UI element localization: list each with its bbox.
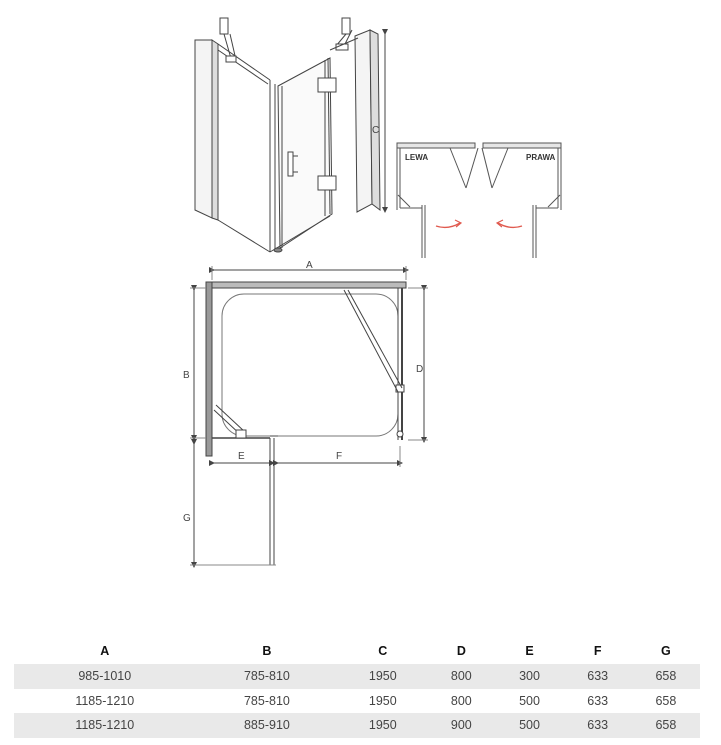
table-row: 1185-1210 885-910 1950 900 500 633 658: [14, 713, 700, 738]
table-cell: 885-910: [195, 713, 339, 738]
table-cell: 1950: [338, 713, 428, 738]
dimension-e-label: E: [238, 451, 245, 462]
column-header: G: [661, 644, 671, 658]
table-cell: 300: [495, 664, 564, 689]
dimension-a-label: A: [306, 260, 313, 271]
table-cell: 633: [563, 664, 632, 689]
dimension-f-label: F: [336, 451, 342, 462]
variant-lewa: [396, 142, 479, 258]
plan-left-wall: [205, 281, 213, 457]
shower-enclosure-diagram: C LEWA PRAWA: [183, 17, 562, 568]
door-hinge-bottom: [317, 175, 337, 191]
table-cell: 800: [450, 693, 472, 708]
dimension-c-label: C: [372, 125, 379, 136]
door-handle: [287, 151, 298, 177]
table-cell: 785-810: [243, 693, 290, 708]
table-row: 1185-1210 785-810 1950 800 500 633 658: [14, 689, 700, 714]
table-header-row: A B C D E F G: [14, 638, 700, 664]
table-cell: 658: [655, 693, 677, 708]
table-cell: 800: [427, 664, 496, 689]
dimension-g-label: G: [183, 513, 191, 524]
table-cell: 1950: [338, 664, 428, 689]
table-cell: 785-810: [195, 664, 339, 689]
table-cell: 500: [519, 693, 540, 708]
plan-back-wall: [205, 281, 407, 289]
column-header: B: [262, 644, 272, 658]
table-cell: 658: [631, 664, 700, 689]
top-bracket-left: [219, 17, 237, 63]
top-bracket-right: [335, 17, 353, 51]
column-header: D: [456, 644, 466, 658]
table-cell: 1185-1210: [75, 693, 135, 708]
table-cell: 1950: [368, 693, 397, 708]
dimension-b-label: B: [183, 370, 190, 381]
plan-view: [190, 266, 428, 568]
table-cell: 633: [563, 713, 632, 738]
column-header: C: [378, 644, 388, 658]
column-header: A: [100, 644, 110, 658]
table-cell: 900: [427, 713, 496, 738]
table-cell: 1185-1210: [14, 713, 196, 738]
right-wall-profile: [329, 29, 381, 213]
table-row: 985-1010 785-810 1950 800 300 633 658: [14, 664, 700, 689]
dimensions-table: A B C D E F G 985-1010 785-810 1950 800 …: [14, 638, 700, 738]
variant-prawa: [481, 142, 562, 258]
shower-tray: [221, 293, 399, 437]
table-cell: 658: [631, 713, 700, 738]
column-header: E: [525, 644, 534, 658]
table-cell: 633: [587, 693, 609, 708]
door-hinge-top: [317, 77, 337, 93]
table-cell: 500: [495, 713, 564, 738]
column-header: F: [593, 644, 602, 658]
variant-lewa-label: LEWA: [405, 153, 428, 162]
left-wall-panel: [194, 39, 276, 253]
variant-prawa-label: PRAWA: [526, 153, 556, 162]
dimension-d-label: D: [416, 364, 423, 375]
table-cell: 985-1010: [14, 664, 196, 689]
isometric-view: [194, 17, 388, 253]
